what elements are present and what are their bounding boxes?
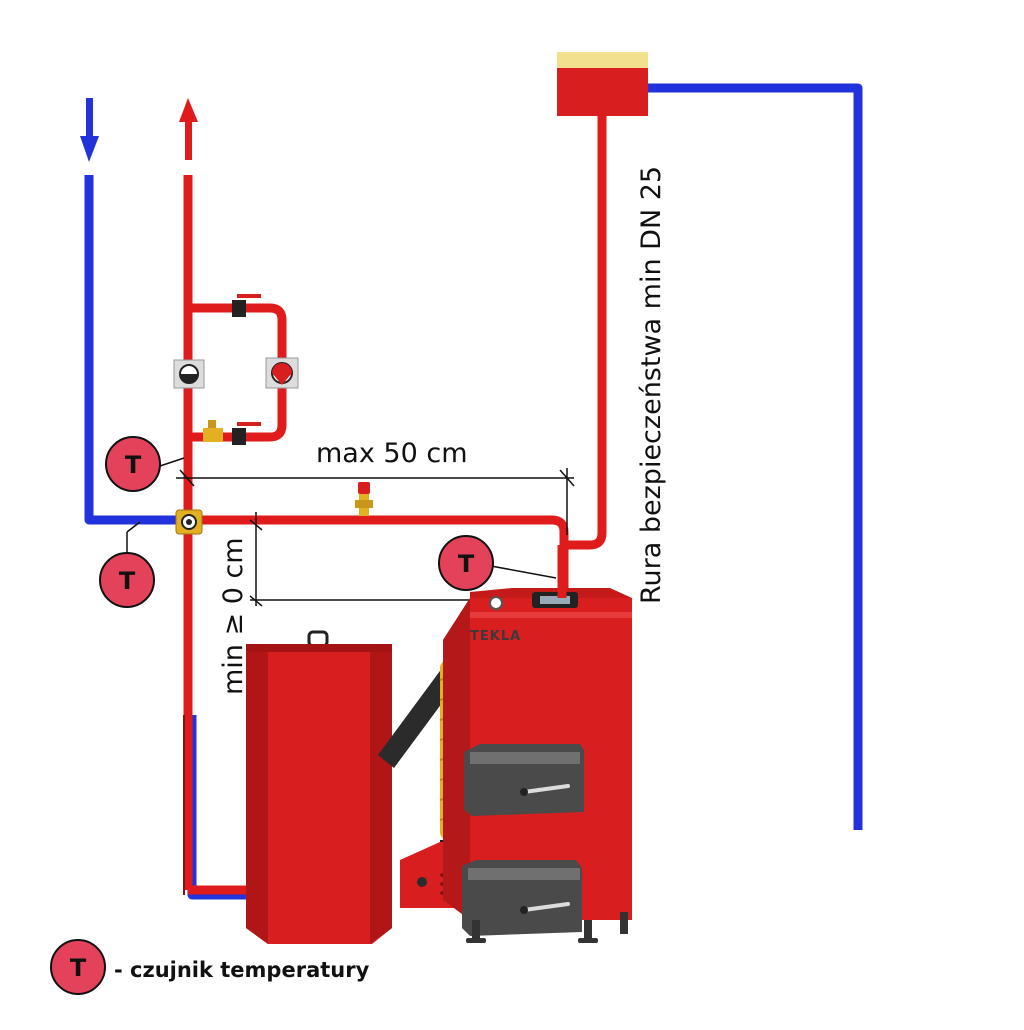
arrow-down-icon <box>80 136 99 162</box>
brass-valve <box>203 420 223 442</box>
brand-label: TEKLA <box>470 629 521 644</box>
dimension-max-50 <box>176 468 575 535</box>
sensor-symbol: T <box>458 550 475 578</box>
sensor-symbol: T <box>70 954 87 982</box>
sensor-leaders <box>126 457 557 579</box>
expansion-tank <box>557 52 648 116</box>
boiler-feet <box>466 912 628 943</box>
boiler-door-upper <box>464 744 584 816</box>
shutoff-valve-bottom <box>232 422 261 445</box>
shutoff-valve-top <box>232 294 261 317</box>
boiler: TEKLA <box>443 545 632 943</box>
sensor-symbol: T <box>125 451 142 479</box>
pump-icon <box>265 357 299 389</box>
thermometer-icon: T <box>105 436 161 492</box>
legend-label: - czujnik temperatury <box>114 958 370 982</box>
thermometer-icon: T <box>99 552 155 608</box>
sensor-symbol: T <box>119 567 136 595</box>
return-arrow <box>80 98 99 162</box>
boiler-door-lower <box>462 860 582 936</box>
control-panel <box>532 592 578 608</box>
thermometer-icon: T <box>50 939 106 995</box>
legend: T - czujnik temperatury <box>50 939 370 995</box>
arrow-up-icon <box>179 98 198 122</box>
three-way-valve <box>175 509 203 535</box>
max-distance-label: max 50 cm <box>316 438 468 469</box>
supply-arrow <box>179 98 198 160</box>
pump-icon <box>173 359 205 389</box>
pellet-hopper <box>246 630 392 944</box>
thermometer-icon: T <box>438 535 494 591</box>
min-height-label: min ≥ 0 cm <box>218 537 249 695</box>
safety-pipe-label: Rura bezpieczeństwa min DN 25 <box>636 166 667 604</box>
safety-valve <box>355 482 373 516</box>
